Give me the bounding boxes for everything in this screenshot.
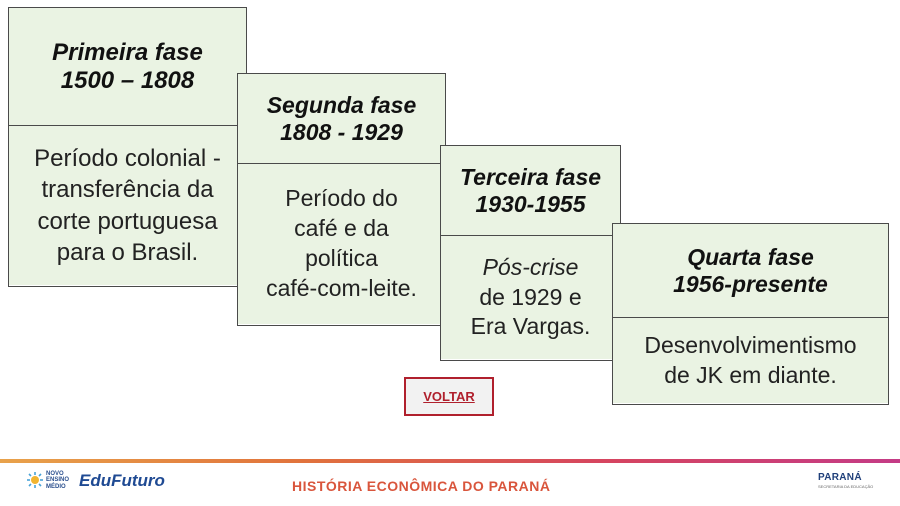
footer-divider	[0, 459, 900, 463]
phase-dates: 1808 - 1929	[280, 118, 403, 145]
phase-line: de 1929 e	[479, 283, 582, 310]
logo-line: MÉDIO	[46, 483, 66, 490]
phase-line: café e da	[294, 215, 389, 242]
phase-title: Terceira fase	[459, 163, 602, 190]
phase-description: Período do café e da política café-com-l…	[238, 164, 445, 324]
logo-line: NOVO	[46, 471, 64, 477]
sunburst-icon	[27, 472, 43, 489]
phase-line: corte portuguesa	[37, 207, 218, 235]
phase-description: Pós-crise de 1929 e Era Vargas.	[441, 236, 620, 359]
phase-line: de JK em diante.	[664, 361, 837, 388]
phase-description: Período colonial - transferência da cort…	[9, 126, 246, 285]
parana-logo-subtext: SECRETARIA DA EDUCAÇÃO	[818, 484, 874, 489]
phase-card-4: Quarta fase 1956-presente Desenvolviment…	[612, 223, 889, 405]
phase-header: Quarta fase 1956-presente	[613, 224, 888, 318]
phase-line: política	[305, 245, 378, 271]
phase-line: Pós-crise	[482, 253, 579, 280]
phase-line: Era Vargas.	[470, 313, 591, 340]
phase-dates: 1956-presente	[673, 270, 828, 297]
phase-line: Desenvolvimentismo	[644, 331, 857, 358]
novo-ensino-medio-logo: NOVO ENSINO MÉDIO	[26, 471, 69, 490]
phase-header: Primeira fase 1500 – 1808	[9, 8, 246, 126]
phase-card-1: Primeira fase 1500 – 1808 Período coloni…	[8, 7, 247, 287]
phase-title: Quarta fase	[687, 243, 814, 270]
phase-title: Primeira fase	[52, 38, 203, 66]
phase-card-3: Terceira fase 1930-1955 Pós-crise de 192…	[440, 145, 621, 361]
phase-line: para o Brasil.	[56, 238, 199, 266]
parana-logo: PARANÁ SECRETARIA DA EDUCAÇÃO	[818, 472, 873, 489]
phase-description: Desenvolvimentismo de JK em diante.	[613, 318, 888, 403]
footer-title: HISTÓRIA ECONÔMICA DO PARANÁ	[292, 478, 551, 494]
logo-line: ENSINO	[46, 477, 70, 484]
phase-dates: 1930-1955	[475, 190, 586, 217]
phase-line: Período colonial -	[34, 145, 221, 173]
edufuturo-logo: EduFuturo	[79, 471, 165, 490]
phase-line: transferência da	[41, 176, 214, 204]
novo-ensino-medio-text: NOVO ENSINO MÉDIO	[46, 471, 69, 490]
parana-logo-text: PARANÁ	[818, 472, 862, 483]
phase-line: Período do	[285, 185, 398, 212]
phase-dates: 1500 – 1808	[60, 66, 195, 94]
phase-header: Terceira fase 1930-1955	[441, 146, 620, 236]
voltar-button[interactable]: VOLTAR	[404, 377, 494, 416]
phase-line: café-com-leite.	[266, 274, 417, 301]
phase-card-2: Segunda fase 1808 - 1929 Período do café…	[237, 73, 446, 326]
phase-title: Segunda fase	[266, 91, 417, 118]
phase-header: Segunda fase 1808 - 1929	[238, 74, 445, 164]
